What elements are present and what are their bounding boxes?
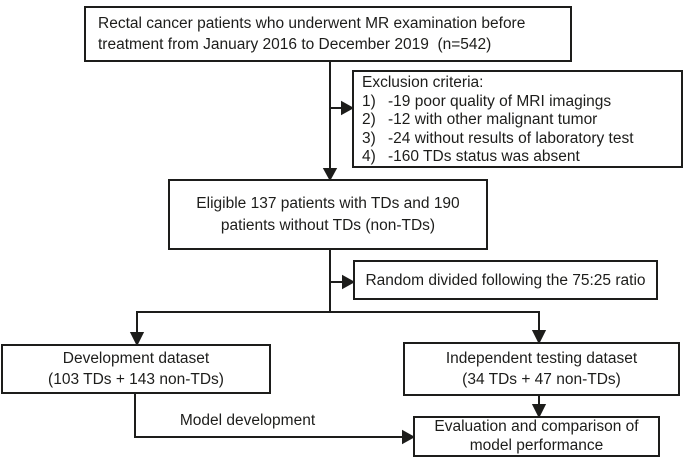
evaluation-box: Evaluation and comparison of model perfo…	[413, 416, 660, 457]
random-split-box: Random divided following the 75:25 ratio	[353, 260, 658, 300]
exclusion-item-number: 1)	[362, 92, 376, 110]
enrollment-line-2: treatment from January 2016 to December …	[98, 36, 492, 53]
exclusion-item-text: -19 poor quality of MRI imagings	[388, 92, 612, 110]
exclusion-item-text: -12 with other malignant tumor	[388, 111, 598, 129]
exclusion-heading: Exclusion criteria:	[362, 74, 484, 91]
exclusion-item-1: 1) -19 poor quality of MRI imagings	[362, 93, 677, 112]
arrow-to-testing	[531, 311, 547, 345]
exclusion-item-4: 4) -160 TDs status was absent	[362, 148, 677, 167]
enrollment-line-1: Rectal cancer patients who underwent MR …	[98, 15, 526, 32]
testing-line-2: (34 TDs + 47 non-TDs)	[462, 371, 621, 388]
arrow-testing-to-evaluation	[531, 396, 547, 419]
arrow-to-development	[129, 311, 145, 347]
development-dataset-box: Development dataset (103 TDs + 143 non-T…	[1, 344, 271, 394]
exclusion-item-number: 3)	[362, 129, 376, 147]
evaluation-line-2: model performance	[469, 436, 604, 454]
eligible-patients-box: Eligible 137 patients with TDs and 190 p…	[168, 179, 488, 250]
arrow-to-random-split	[330, 274, 356, 290]
development-line-1: Development dataset	[62, 350, 210, 367]
testing-line-1: Independent testing dataset	[445, 350, 638, 367]
exclusion-item-number: 2)	[362, 111, 376, 129]
arrow-enrollment-to-eligible	[322, 61, 338, 182]
exclusion-item-3: 3) -24 without results of laboratory tes…	[362, 130, 677, 149]
exclusion-item-number: 4)	[362, 148, 376, 166]
random-split-text: Random divided following the 75:25 ratio	[365, 271, 646, 289]
exclusion-item-text: -160 TDs status was absent	[388, 148, 580, 166]
development-line-2: (103 TDs + 143 non-TDs)	[48, 371, 224, 388]
eligible-line-2: patients without TDs (non-TDs)	[220, 216, 436, 234]
exclusion-item-2: 2) -12 with other malignant tumor	[362, 111, 677, 130]
exclusion-criteria-box: Exclusion criteria: 1) -19 poor quality …	[352, 70, 683, 168]
exclusion-item-text: -24 without results of laboratory test	[388, 129, 634, 147]
eligible-line-1: Eligible 137 patients with TDs and 190	[196, 194, 460, 212]
arrow-to-exclusion	[330, 100, 355, 116]
model-development-edge-label: Model development	[179, 412, 316, 429]
enrollment-box: Rectal cancer patients who underwent MR …	[84, 6, 572, 62]
evaluation-line-1: Evaluation and comparison of	[434, 418, 639, 435]
testing-dataset-box: Independent testing dataset (34 TDs + 47…	[403, 342, 680, 396]
